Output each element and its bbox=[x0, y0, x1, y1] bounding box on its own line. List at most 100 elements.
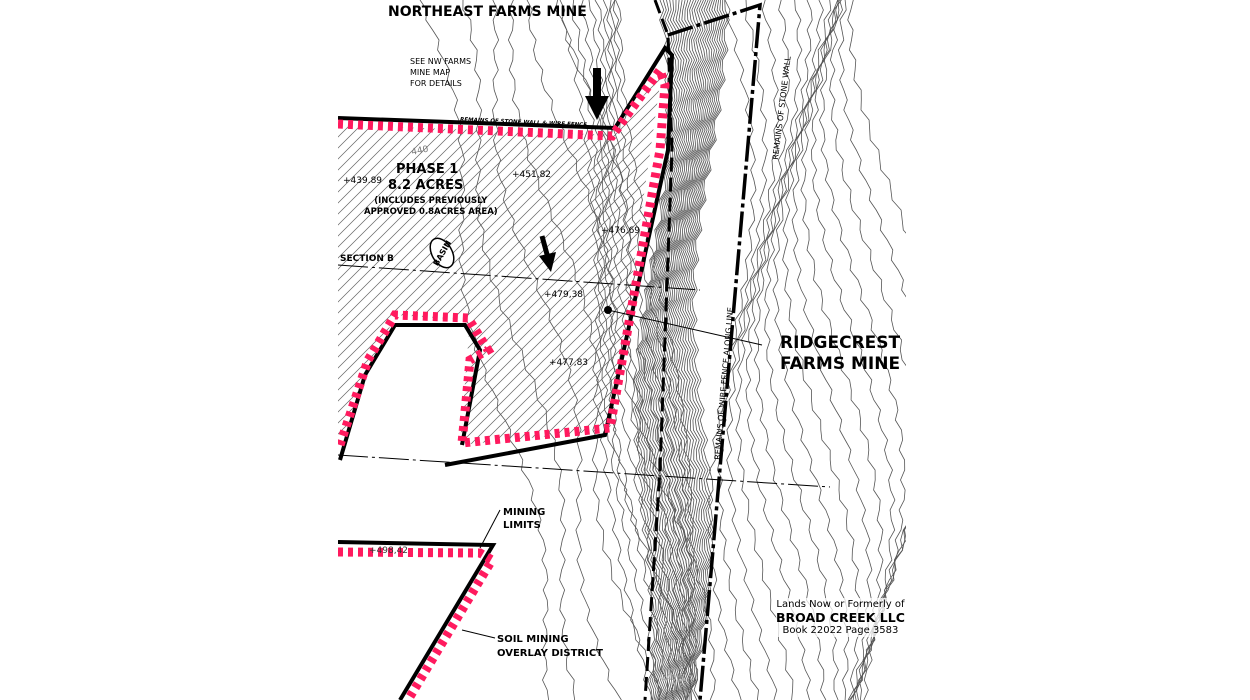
spot-elevation: +498,42 bbox=[369, 546, 409, 556]
phase-note: (INCLUDES PREVIOUSLY APPROVED 0.8ACRES A… bbox=[364, 196, 498, 218]
contour-line bbox=[555, 0, 716, 700]
soil-mining-overlay-label: SOIL MINING OVERLAY DISTRICT bbox=[497, 633, 603, 661]
contour-line bbox=[637, 0, 676, 700]
cabin-label: CABIN bbox=[660, 673, 685, 682]
contour-line bbox=[686, 0, 726, 700]
contour-line bbox=[829, 0, 906, 700]
arrow-icon bbox=[585, 68, 609, 120]
contour-line bbox=[609, 0, 692, 700]
hatch-line bbox=[399, 70, 662, 445]
hatch-line bbox=[410, 70, 662, 445]
contour-line bbox=[492, 0, 622, 700]
contour-line bbox=[462, 0, 576, 700]
note-line: SEE NW FARMS bbox=[410, 57, 472, 66]
hatch-line bbox=[476, 70, 662, 445]
hatch-line bbox=[338, 70, 350, 445]
hatch-line bbox=[531, 70, 662, 445]
contour-line bbox=[652, 0, 691, 700]
overlay-district-boundary-inner bbox=[338, 323, 483, 461]
contour-line bbox=[507, 0, 660, 700]
property-line-dashed bbox=[643, 0, 674, 700]
overlay-district-boundary-south bbox=[338, 540, 497, 700]
contour-line bbox=[615, 0, 701, 700]
arrow-icon bbox=[539, 235, 556, 272]
contour-line bbox=[716, 0, 768, 700]
owner-name: BROAD CREEK LLC bbox=[776, 610, 905, 625]
phase-area: 8.2 ACRES bbox=[388, 178, 464, 193]
contour-line bbox=[847, 0, 906, 700]
label-line: LIMITS bbox=[503, 520, 541, 531]
contour-line bbox=[735, 0, 794, 700]
stone-wall-fence-label: REMAINS OF STONE WALL & WIRE FENCE bbox=[460, 117, 587, 129]
contour-line bbox=[753, 0, 827, 700]
note-line: FOR DETAILS bbox=[410, 79, 462, 88]
hatch-line bbox=[498, 70, 662, 445]
hatch-line bbox=[465, 70, 662, 445]
contour-line bbox=[644, 0, 683, 700]
northeast-farms-mine-label: NORTHEAST FARMS MINE bbox=[388, 4, 587, 20]
contour-line bbox=[646, 0, 686, 700]
contour-line bbox=[642, 0, 680, 700]
hatch-line bbox=[338, 70, 394, 445]
hatch-line bbox=[509, 70, 662, 445]
contour-line bbox=[772, 0, 850, 700]
contour-line bbox=[679, 0, 718, 700]
contour-line bbox=[811, 0, 896, 700]
contour-line bbox=[682, 0, 721, 700]
contour-line bbox=[667, 0, 706, 700]
contour-440-label: 440 bbox=[411, 145, 430, 158]
spot-elevation: +476,69 bbox=[601, 226, 641, 236]
see-nw-farms-note: SEE NW FARMS MINE MAP FOR DETAILS bbox=[410, 56, 471, 89]
contour-line bbox=[837, 0, 906, 700]
contour-line bbox=[800, 0, 884, 700]
basin-symbol bbox=[429, 237, 455, 269]
contour-line bbox=[419, 0, 549, 700]
contour-line bbox=[672, 0, 710, 700]
contour-line bbox=[526, 0, 698, 700]
mining-limit-line-south bbox=[338, 547, 499, 700]
hatch-line bbox=[338, 70, 339, 445]
section-b-label: SECTION B bbox=[340, 254, 394, 264]
section-line bbox=[338, 454, 831, 488]
contour-line bbox=[669, 0, 708, 700]
contour-line bbox=[649, 0, 688, 700]
note-line: APPROVED 0.8ACRES AREA) bbox=[364, 207, 498, 217]
contour-line bbox=[745, 0, 811, 700]
contour-line bbox=[606, 0, 690, 700]
label-line: FARMS MINE bbox=[780, 354, 901, 374]
contour-line bbox=[658, 0, 698, 700]
contour-line bbox=[688, 0, 728, 700]
hatch-line bbox=[487, 70, 662, 445]
hatch-line bbox=[338, 70, 361, 445]
label-line: OVERLAY DISTRICT bbox=[497, 648, 604, 659]
contour-line bbox=[677, 0, 715, 700]
hatch-line bbox=[338, 70, 383, 445]
owner-book: Book 22022 Page 3583 bbox=[782, 625, 899, 636]
spot-elevation: +477,83 bbox=[549, 358, 589, 368]
note-line: MINE MAP bbox=[410, 68, 451, 77]
owner-line: Lands Now or Formerly of bbox=[776, 599, 905, 610]
hatch-line bbox=[338, 70, 372, 445]
contour-line bbox=[639, 0, 678, 700]
ridgecrest-farms-mine-label: RIDGECREST FARMS MINE bbox=[780, 333, 900, 375]
spot-elevation: +479,38 bbox=[544, 290, 584, 300]
hatch-line bbox=[520, 70, 662, 445]
contour-line bbox=[791, 0, 873, 700]
contour-line bbox=[726, 0, 780, 700]
phase-name: PHASE 1 bbox=[396, 162, 459, 177]
contour-line bbox=[674, 0, 713, 700]
contour-line bbox=[764, 0, 839, 700]
label-line: MINING bbox=[503, 507, 546, 518]
mining-limits-label: MINING LIMITS bbox=[503, 506, 545, 532]
topographic-contours bbox=[419, 0, 906, 700]
contour-line bbox=[579, 0, 669, 700]
contour-line bbox=[572, 0, 662, 700]
label-line: RIDGECREST bbox=[780, 333, 901, 353]
hatch-line bbox=[542, 70, 662, 445]
note-line: (INCLUDES PREVIOUSLY bbox=[374, 196, 488, 206]
property-line-east bbox=[667, 2, 762, 700]
label-line: SOIL MINING bbox=[497, 634, 569, 645]
contour-line bbox=[663, 0, 702, 700]
hatch-line bbox=[432, 70, 662, 445]
